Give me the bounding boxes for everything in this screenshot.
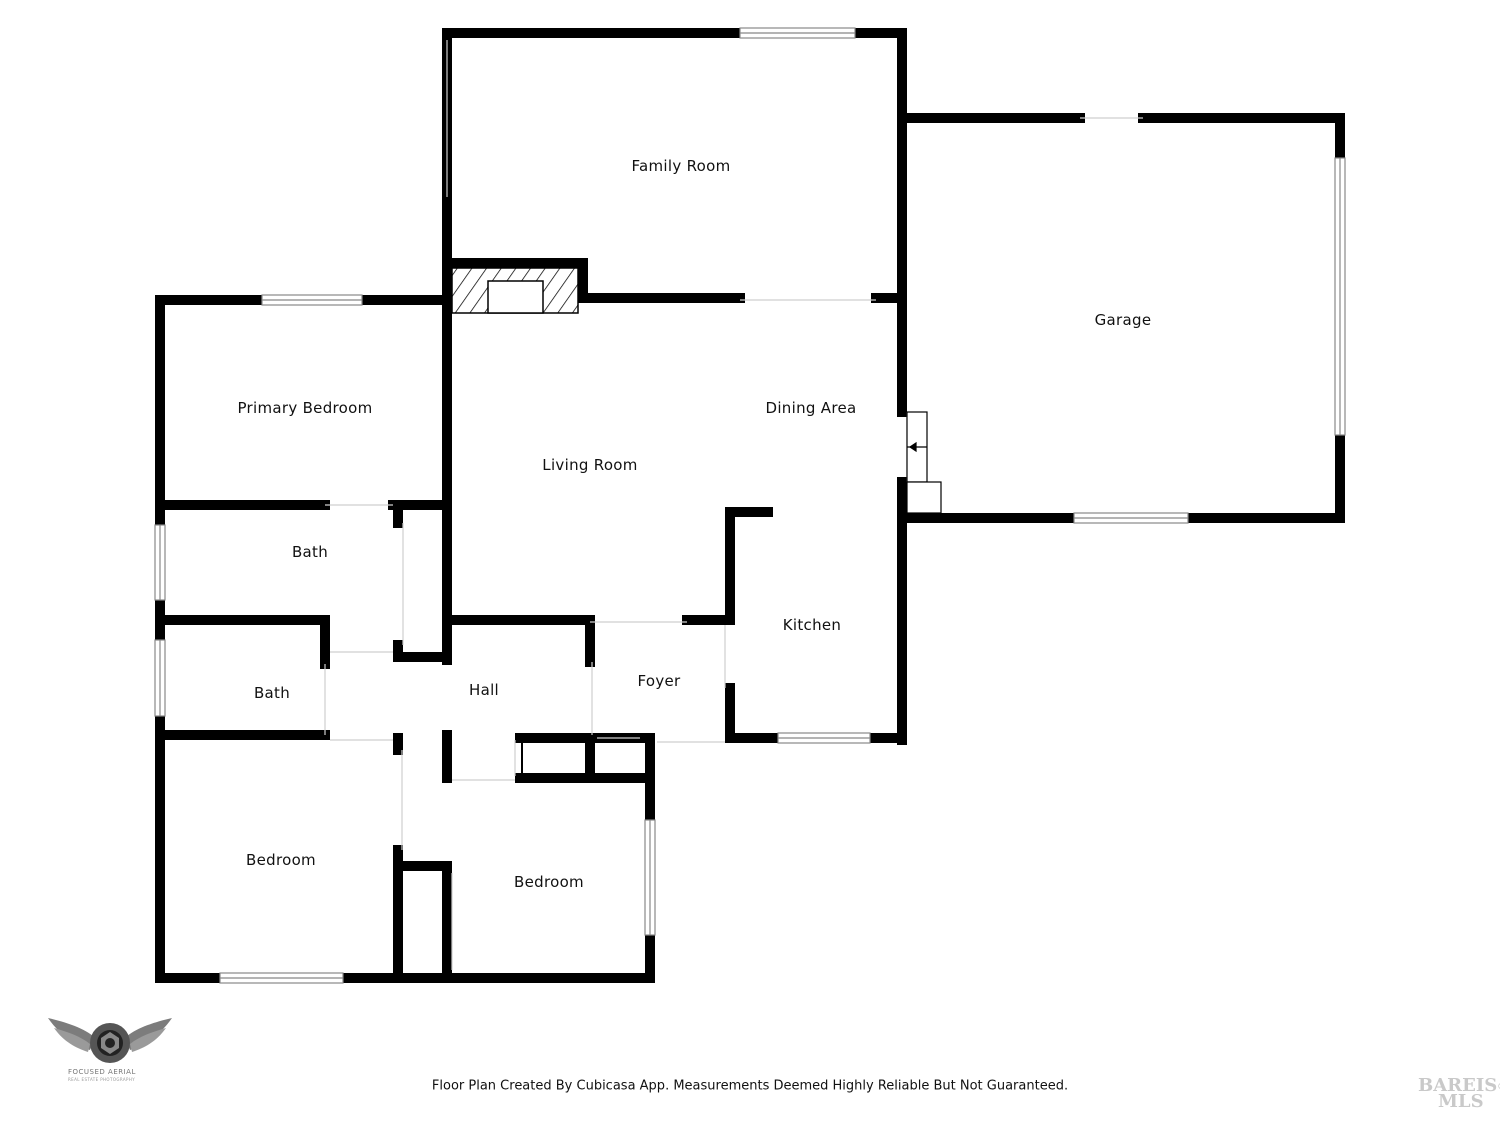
label-dining-area: Dining Area <box>765 399 857 417</box>
label-kitchen: Kitchen <box>782 616 842 634</box>
focused-aerial-logo-icon <box>48 1018 172 1063</box>
logo-name: FOCUSED AERIAL <box>68 1068 136 1076</box>
garage-steps <box>906 411 942 514</box>
fireplace <box>451 267 579 314</box>
label-family-room: Family Room <box>631 157 731 175</box>
mls-line1: BAREIS <box>1418 1075 1498 1096</box>
label-primary-bedroom: Primary Bedroom <box>237 399 373 417</box>
label-garage: Garage <box>1094 311 1152 329</box>
label-bedroom-left: Bedroom <box>246 851 316 869</box>
footer-disclaimer: Floor Plan Created By Cubicasa App. Meas… <box>431 1078 1069 1094</box>
label-hall: Hall <box>468 681 500 699</box>
windows <box>154 27 1346 984</box>
logo-tagline: REAL ESTATE PHOTOGRAPHY <box>68 1077 136 1082</box>
label-bedroom-right: Bedroom <box>514 873 584 891</box>
mls-line2: MLS <box>1438 1091 1484 1112</box>
label-bath-upper: Bath <box>291 543 329 561</box>
label-bath-lower: Bath <box>253 684 291 702</box>
walls <box>155 28 1345 983</box>
label-living-room: Living Room <box>542 456 638 474</box>
mls-watermark: BAREIS® MLS <box>1418 1075 1500 1112</box>
label-foyer: Foyer <box>637 672 681 690</box>
